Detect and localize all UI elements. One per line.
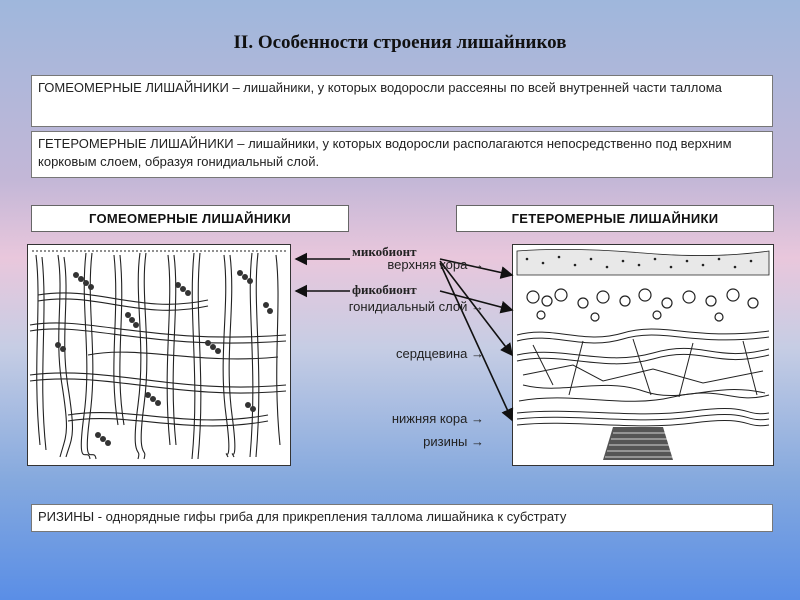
medulla-label: сердцевина → bbox=[396, 346, 484, 361]
phycobiont-label: фикобионт bbox=[352, 282, 417, 297]
homeomerous-term: ГОМЕОМЕРНЫЕ ЛИШАЙНИКИ bbox=[38, 80, 229, 95]
rhizines-label: ризины → bbox=[423, 434, 484, 449]
heteromerous-term: ГЕТЕРОМЕРНЫЕ ЛИШАЙНИКИ bbox=[38, 136, 234, 151]
homeomerous-text: – лишайники, у которых водоросли рассеян… bbox=[228, 80, 722, 95]
arrow-mycobiont-lower bbox=[439, 262, 514, 422]
homeomerous-illustration bbox=[27, 244, 291, 466]
homeomerous-label: ГОМЕОМЕРНЫЕ ЛИШАЙНИКИ bbox=[31, 205, 349, 232]
rhizines-term: РИЗИНЫ bbox=[38, 509, 95, 524]
heteromerous-drawing bbox=[516, 249, 770, 460]
rhizines-definition: РИЗИНЫ - однорядные гифы гриба для прикр… bbox=[31, 504, 773, 532]
heteromerous-definition: ГЕТЕРОМЕРНЫЕ ЛИШАЙНИКИ – лишайники, у ко… bbox=[31, 131, 773, 178]
upper-cortex-label: верхняя кора → bbox=[387, 257, 484, 272]
homeomerous-drawing bbox=[29, 250, 287, 460]
mycobiont-label: микобионт bbox=[352, 244, 417, 259]
lower-cortex-label: нижняя кора → bbox=[391, 411, 484, 426]
heteromerous-label: ГЕТЕРОМЕРНЫЕ ЛИШАЙНИКИ bbox=[456, 205, 774, 232]
homeomerous-definition: ГОМЕОМЕРНЫЕ ЛИШАЙНИКИ – лишайники, у кот… bbox=[31, 75, 773, 127]
heteromerous-text: – лишайники, у которых водоросли распола… bbox=[38, 136, 732, 170]
rhizines-text: - однорядные гифы гриба для прикрепления… bbox=[94, 509, 567, 524]
gonidial-layer-label: гонидиальный слой → bbox=[348, 299, 484, 314]
heteromerous-illustration bbox=[512, 244, 774, 466]
slide-title: II. Особенности строения лишайников bbox=[233, 32, 567, 53]
